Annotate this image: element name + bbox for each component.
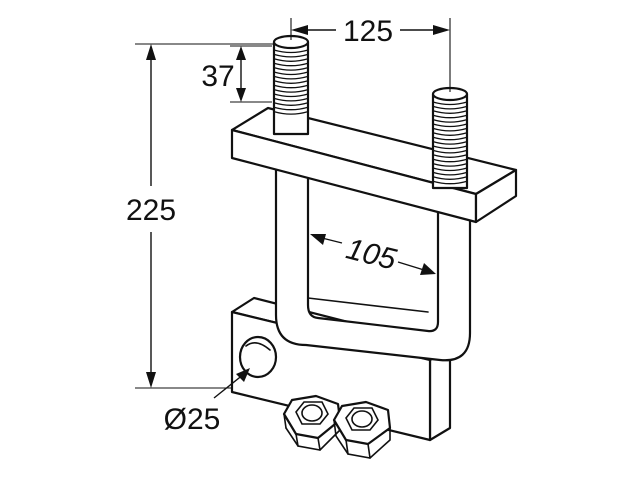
dimension-label-125: 125 <box>343 15 393 48</box>
thread-line <box>273 88 309 93</box>
thread-line <box>273 49 309 54</box>
thread-line <box>273 106 309 111</box>
thread-line <box>273 80 309 84</box>
dimension-label-diameter: Ø25 <box>164 403 221 436</box>
thread-line <box>273 110 309 115</box>
dimension-label-105: 105 <box>343 232 400 276</box>
thread-line <box>432 114 468 119</box>
thread-line <box>432 140 468 145</box>
left-threaded-stud <box>272 34 310 136</box>
thread-line <box>432 145 468 150</box>
thread-line <box>432 162 468 167</box>
thread-line <box>432 132 468 136</box>
thread-line <box>273 93 309 98</box>
thread-line <box>432 154 468 158</box>
hex-nut-left <box>282 394 342 451</box>
dimension-hole-diameter: Ø25 <box>164 368 250 436</box>
thread-line <box>273 71 309 76</box>
thread-line <box>432 149 468 154</box>
thread-line <box>273 62 309 67</box>
thread-line <box>273 75 309 80</box>
right-threaded-stud <box>431 86 469 190</box>
thread-line <box>432 167 468 172</box>
thread-line <box>432 180 468 185</box>
thread-line <box>273 66 309 71</box>
dimension-thread-length: 37 <box>201 45 272 103</box>
dimension-label-37: 37 <box>201 60 234 93</box>
dimension-bolt-spacing: 125 <box>290 15 451 92</box>
dimension-inner-width: 105 <box>310 232 436 277</box>
thread-line <box>273 58 309 62</box>
thread-line <box>432 136 468 141</box>
thread-line <box>432 158 468 163</box>
thread-line <box>432 127 468 132</box>
dimension-label-225: 225 <box>126 194 176 227</box>
thread-line <box>432 110 468 114</box>
thread-line <box>273 97 309 102</box>
hex-nut-right <box>332 400 392 459</box>
dimension-overall-height: 225 <box>126 43 274 389</box>
thread-line <box>432 105 468 110</box>
thread-line <box>273 102 309 106</box>
thread-line <box>432 176 468 180</box>
thread-line <box>432 171 468 176</box>
thread-line <box>432 118 468 123</box>
thread-line <box>432 101 468 106</box>
thread-line <box>273 84 309 89</box>
thread-line <box>432 123 468 128</box>
thread-line <box>273 53 309 58</box>
